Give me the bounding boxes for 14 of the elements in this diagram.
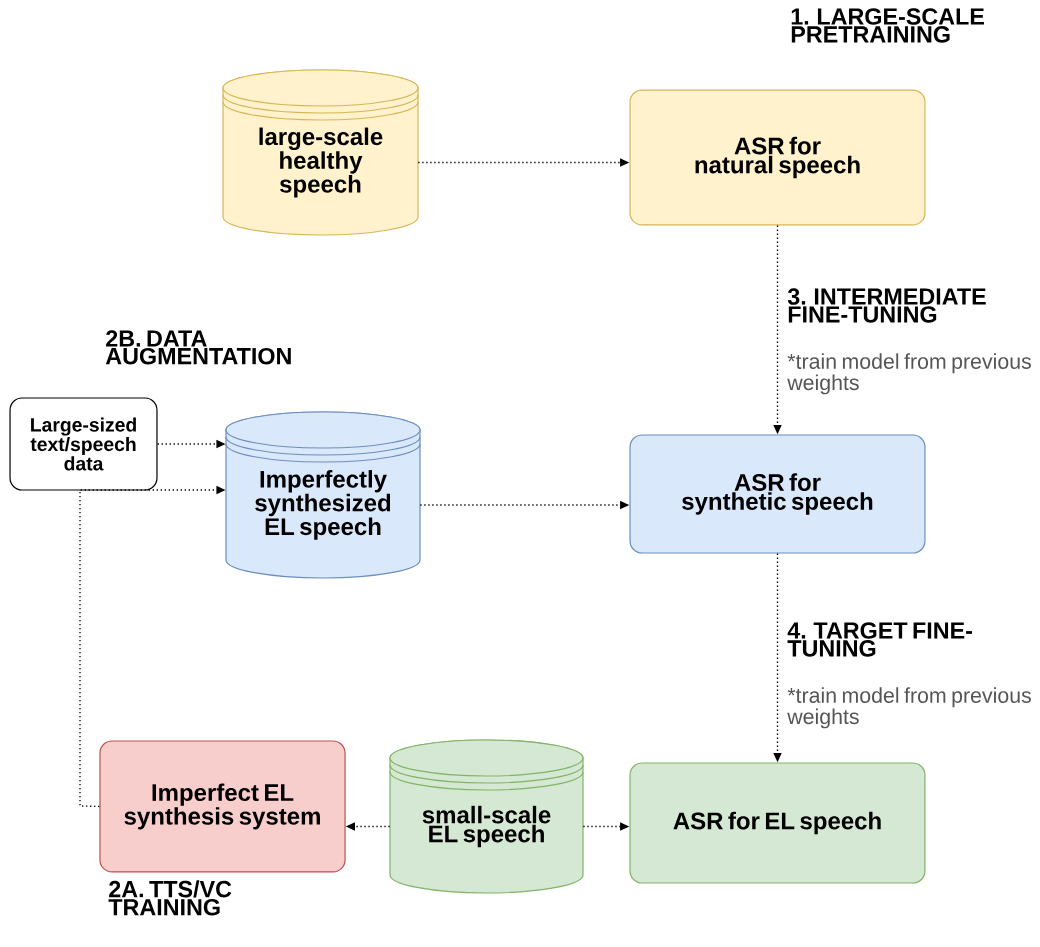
stage-heading: 1. LARGE-SCALE PRETRAINING	[791, 8, 984, 43]
note-text: *train model from previous weights	[787, 687, 1031, 729]
note-text: *train model from previous weights	[787, 353, 1031, 395]
cylinder: large-scale healthy speech	[222, 69, 419, 236]
process-box: ASR for natural speech	[629, 89, 926, 226]
process-box: Imperfect EL synthesis system	[99, 740, 346, 873]
cylinder: small-scale EL speech	[389, 739, 584, 894]
process-box: ASR for EL speech	[629, 762, 926, 884]
stage-heading: 3. INTERMEDIATE FINE-TUNING	[787, 288, 986, 323]
process-box: Large-sized text/speech data	[9, 397, 158, 491]
stage-heading: 4. TARGET FINE-TUNING	[787, 622, 972, 657]
process-box: ASR for synthetic speech	[629, 434, 926, 554]
cylinder: Imperfectly synthesized EL speech	[225, 411, 421, 579]
stage-heading: 2B. DATA AUGMENTATION	[105, 330, 291, 365]
